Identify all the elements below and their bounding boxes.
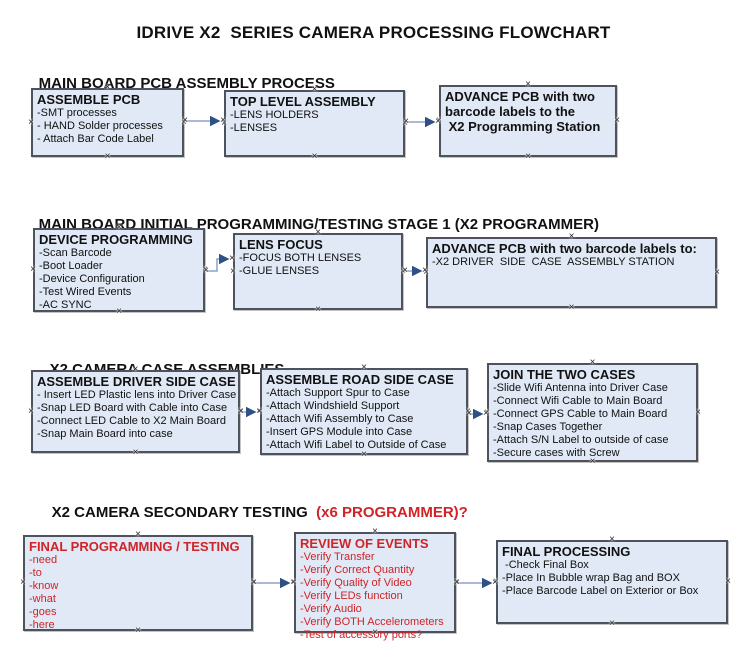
flow-box-item: -here [29, 619, 55, 631]
flow-box-item: -Place In Bubble wrap Bag and BOX [502, 572, 680, 584]
flow-box-join-the-two-cases[interactable]: JOIN THE TWO CASES-Slide Wifi Antenna in… [487, 363, 698, 462]
flow-box-item: -Attach Support Spur to Case [266, 387, 410, 399]
flow-box-item: -Boot Loader [39, 260, 103, 272]
section-heading-secondary-testing: X2 CAMERA SECONDARY TESTING (x6 PROGRAMM… [35, 487, 468, 538]
flow-box-item: -Test Wired Events [39, 286, 132, 298]
flow-box-advance-pcb-to-programming-station[interactable]: ADVANCE PCB with two barcode labels to t… [439, 85, 617, 157]
flow-box-item: -Connect LED Cable to X2 Main Board [37, 415, 226, 427]
flow-box-top-level-assembly[interactable]: TOP LEVEL ASSEMBLY-LENS HOLDERS-LENSES [224, 90, 405, 157]
flow-box-item: -Connect GPS Cable to Main Board [493, 408, 668, 420]
section-heading-text: X2 CAMERA SECONDARY TESTING [51, 504, 312, 521]
flow-box-item: -Device Configuration [39, 273, 145, 285]
flow-box-item: -Attach Windshield Support [266, 400, 400, 412]
flow-box-item: -LENS HOLDERS [230, 109, 319, 121]
flow-box-item: -Verify Correct Quantity [300, 564, 415, 576]
section-heading-highlight-text: (x6 PROGRAMMER)? [311, 504, 468, 521]
flow-box-item: -Snap LED Board with Cable into Case [37, 402, 228, 414]
flow-box-title: REVIEW OF EVENTS [300, 536, 429, 551]
flow-box-item: -LENSES [230, 122, 278, 134]
flow-box-item: -Slide Wifi Antenna into Driver Case [493, 382, 668, 394]
flow-box-title: ADVANCE PCB with two barcode labels to t… [445, 89, 601, 134]
flow-box-item: -Verify Quality of Video [300, 577, 412, 589]
flow-box-item: - Attach Bar Code Label [37, 133, 154, 145]
flow-box-title: FINAL PROCESSING [502, 544, 631, 559]
flow-box-final-programming-testing[interactable]: FINAL PROGRAMMING / TESTING-need-to-know… [23, 535, 253, 631]
flow-box-final-processing[interactable]: FINAL PROCESSING -Check Final Box-Place … [496, 540, 728, 624]
flow-box-title: LENS FOCUS [239, 237, 323, 252]
flow-box-assemble-driver-side-case[interactable]: ASSEMBLE DRIVER SIDE CASE- Insert LED Pl… [31, 370, 240, 453]
flow-box-item: -Scan Barcode [39, 247, 112, 259]
flow-box-item: -Snap Cases Together [493, 421, 603, 433]
flow-box-item: -SMT processes [37, 107, 117, 119]
page-title: IDRIVE X2 SERIES CAMERA PROCESSING FLOWC… [136, 23, 611, 42]
flow-box-item: -Attach S/N Label to outside of case [493, 434, 669, 446]
flow-box-item: -to [29, 567, 42, 579]
flow-box-item: -what [29, 593, 56, 605]
flow-box-title: ASSEMBLE PCB [37, 92, 141, 107]
flow-box-item: -Attach Wifi Label to Outside of Case [266, 439, 447, 451]
flow-box-item: -Verify Transfer [300, 551, 375, 563]
flow-box-item: -Place Barcode Label on Exterior or Box [502, 585, 699, 597]
flow-box-title: ASSEMBLE DRIVER SIDE CASE [37, 374, 236, 389]
flow-box-lens-focus[interactable]: LENS FOCUS-FOCUS BOTH LENSES-GLUE LENSES [233, 233, 403, 310]
flow-box-title: DEVICE PROGRAMMING [39, 232, 193, 247]
flow-box-title: JOIN THE TWO CASES [493, 367, 636, 382]
flow-box-item: -need [29, 554, 58, 566]
flow-box-item: -Verify BOTH Accelerometers [300, 616, 444, 628]
flow-box-item: -Connect Wifi Cable to Main Board [493, 395, 663, 407]
section-heading-text: MAIN BOARD PCB ASSEMBLY PROCESS [38, 75, 335, 92]
flow-box-item: -FOCUS BOTH LENSES [239, 252, 362, 264]
flow-box-item: -Verify LEDs function [300, 590, 403, 602]
flow-box-item: -Snap Main Board into case [37, 428, 173, 440]
flow-box-title: ASSEMBLE ROAD SIDE CASE [266, 372, 454, 387]
flow-box-review-of-events[interactable]: REVIEW OF EVENTS-Verify Transfer-Verify … [294, 532, 456, 641]
flow-box-item: -Test of accessory ports? [300, 629, 423, 641]
section-heading-pcb-assembly: MAIN BOARD PCB ASSEMBLY PROCESS [22, 58, 335, 109]
flow-box-title: FINAL PROGRAMMING / TESTING [29, 539, 240, 554]
flow-box-advance-pcb-to-driver-side-station[interactable]: ADVANCE PCB with two barcode labels to:-… [426, 237, 717, 308]
flow-box-assemble-pcb[interactable]: ASSEMBLE PCB-SMT processes- HAND Solder … [31, 88, 184, 157]
flow-box-item: -goes [29, 606, 57, 618]
flow-box-item: -Attach Wifi Assembly to Case [266, 413, 414, 425]
flow-box-item: -GLUE LENSES [239, 265, 320, 277]
flow-box-title: TOP LEVEL ASSEMBLY [230, 94, 376, 109]
flow-box-device-programming[interactable]: DEVICE PROGRAMMING-Scan Barcode-Boot Loa… [33, 228, 205, 312]
flow-box-title: ADVANCE PCB with two barcode labels to: [432, 241, 697, 256]
connector-arrow[interactable] [206, 253, 230, 272]
flow-box-assemble-road-side-case[interactable]: ASSEMBLE ROAD SIDE CASE-Attach Support S… [260, 368, 468, 455]
flow-box-item: -Insert GPS Module into Case [266, 426, 413, 438]
flow-box-item: -X2 DRIVER SIDE CASE ASSEMBLY STATION [432, 256, 675, 268]
flow-box-item: - Insert LED Plastic lens into Driver Ca… [37, 389, 237, 401]
flow-box-item: -Verify Audio [300, 603, 362, 615]
flow-box-item: -Secure cases with Screw [493, 447, 620, 459]
flow-box-item: -Check Final Box [502, 559, 589, 571]
flow-box-item: - HAND Solder processes [37, 120, 163, 132]
flow-box-item: -know [29, 580, 59, 592]
flow-box-item: -AC SYNC [39, 299, 92, 311]
